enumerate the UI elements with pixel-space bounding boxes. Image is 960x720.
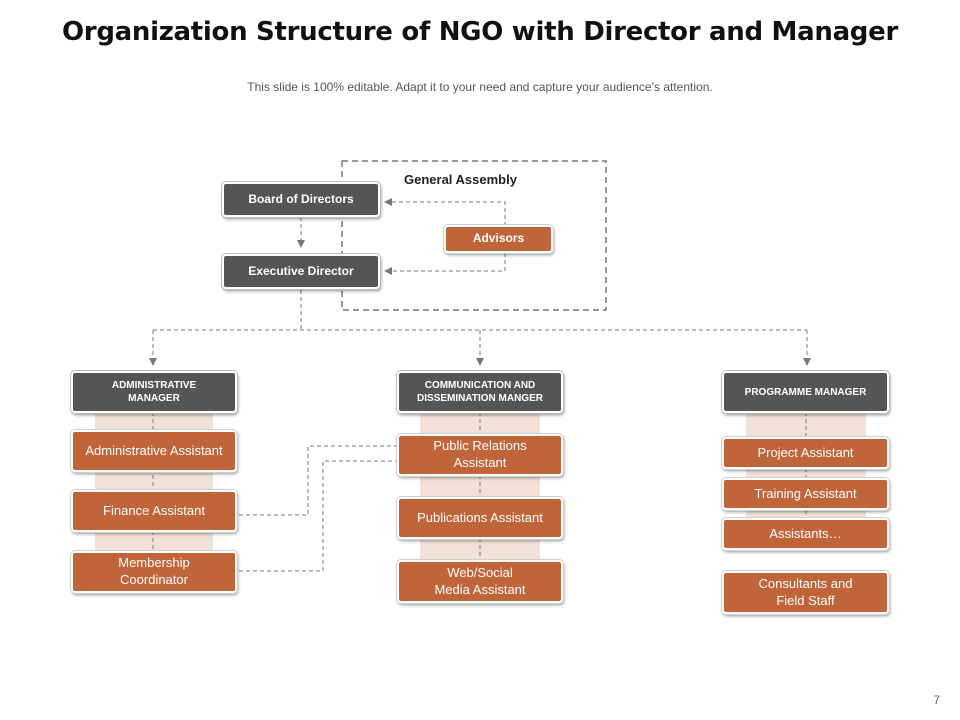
- web-social-media-assistant-box: Web/Social Media Assistant: [397, 560, 563, 603]
- assistants-box: Assistants…: [722, 518, 889, 550]
- executive-director-box: Executive Director: [222, 254, 380, 289]
- publications-assistant-box: Publications Assistant: [397, 497, 563, 539]
- advisors-box: Advisors: [444, 225, 553, 253]
- programme-manager-box: PROGRAMME MANAGER: [722, 371, 889, 413]
- training-assistant-box: Training Assistant: [722, 478, 889, 510]
- general-assembly-label: General Assembly: [404, 172, 517, 187]
- general-assembly-frame: [341, 160, 607, 311]
- slide-subtitle: This slide is 100% editable. Adapt it to…: [247, 80, 713, 94]
- public-relations-assistant-box: Public Relations Assistant: [397, 434, 563, 476]
- communication-manager-box: COMMUNICATION AND DISSEMINATION MANGER: [397, 371, 563, 413]
- board-of-directors-box: Board of Directors: [222, 182, 380, 217]
- slide-title: Organization Structure of NGO with Direc…: [62, 17, 898, 47]
- administrative-manager-box: ADMINISTRATIVE MANAGER: [71, 371, 237, 413]
- membership-coordinator-box: Membership Coordinator: [71, 551, 237, 593]
- page-number: 7: [933, 693, 940, 707]
- finance-assistant-box: Finance Assistant: [71, 490, 237, 532]
- consultants-field-staff-box: Consultants and Field Staff: [722, 571, 889, 614]
- administrative-assistant-box: Administrative Assistant: [71, 430, 237, 472]
- project-assistant-box: Project Assistant: [722, 437, 889, 469]
